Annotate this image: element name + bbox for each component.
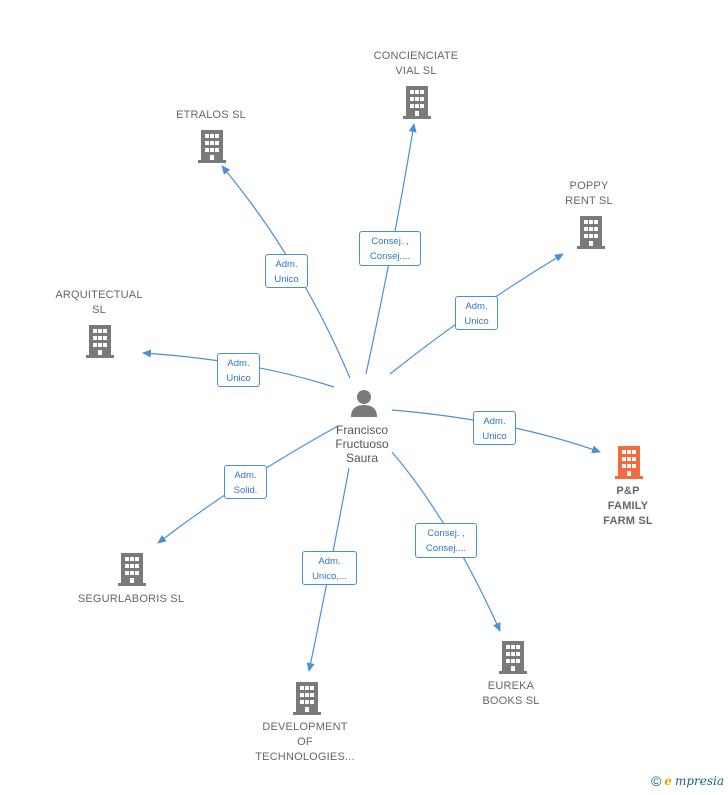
role-box-concienciate: Consej. , Consej....	[359, 231, 421, 266]
role-box-poppy: Adm. Unico	[455, 296, 498, 330]
company-label-poppy[interactable]: POPPY RENT SL	[565, 180, 613, 207]
company-label-concienciate[interactable]: CONCIENCIATE VIAL SL	[373, 50, 459, 77]
company-label-etralos[interactable]: ETRALOS SL	[176, 109, 246, 121]
copyright-icon: ©	[650, 773, 662, 789]
person-icon	[351, 390, 377, 417]
company-label-eureka[interactable]: EUREKA BOOKS SL	[482, 680, 540, 707]
role-box-segurlaboris: Adm. Solid.	[224, 465, 267, 499]
brand-logo-e: e	[664, 774, 672, 788]
building-icon	[577, 216, 605, 249]
company-label-arquitectual[interactable]: ARQUITECTUAL SL	[55, 289, 143, 316]
role-box-eureka: Consej. , Consej....	[415, 523, 477, 558]
building-icon-highlight	[615, 446, 643, 479]
role-box-arquitectual: Adm. Unico	[217, 353, 260, 387]
brand-name: mpresia	[674, 774, 724, 788]
company-label-segurlaboris[interactable]: SEGURLABORIS SL	[77, 593, 185, 605]
company-label-development[interactable]: DEVELOPMENT OF TECHNOLOGIES...	[255, 721, 355, 763]
role-box-etralos: Adm. Unico	[265, 254, 308, 288]
building-icon	[118, 553, 146, 586]
role-box-development: Adm. Unico,...	[302, 551, 357, 585]
building-icon	[293, 682, 321, 715]
building-icons	[86, 86, 643, 715]
role-box-pp-family: Adm. Unico	[473, 411, 516, 445]
building-icon	[499, 641, 527, 674]
person-name-label[interactable]: Francisco Fructuoso Saura	[335, 423, 389, 465]
building-icon	[198, 130, 226, 163]
company-label-pp-family[interactable]: P&P FAMILY FARM SL	[603, 485, 653, 527]
building-icon	[86, 325, 114, 358]
building-icon	[403, 86, 431, 119]
